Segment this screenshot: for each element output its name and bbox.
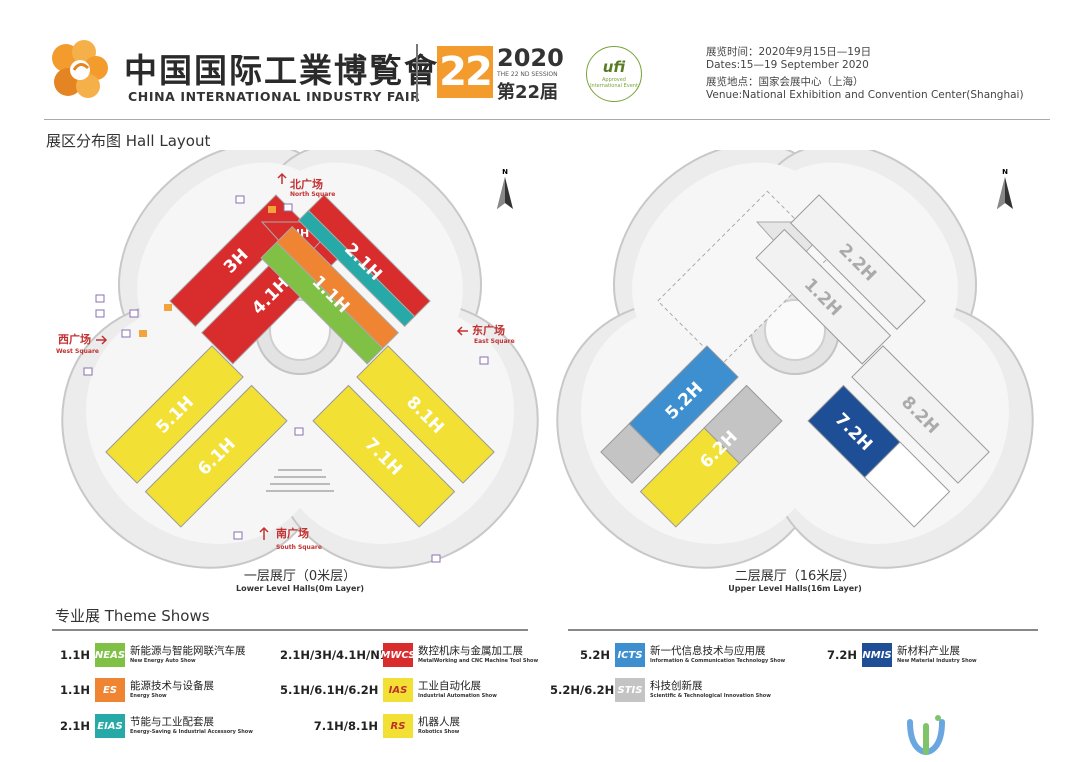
south-stairs [266, 469, 334, 492]
hall-2-1h-teal[interactable] [297, 209, 416, 328]
west-arrow-mark [96, 335, 108, 345]
hall-7-2h-white[interactable] [863, 441, 951, 528]
session-cn: 第22届 [497, 82, 559, 103]
ufi-logo-icon: ufi Approved International Event [586, 46, 642, 102]
header-divider [416, 44, 418, 102]
hall-8-2h[interactable] [851, 345, 990, 484]
south-square-en: South Square [276, 544, 322, 551]
fair-year: 2020 [497, 44, 564, 72]
lower-level-label-cn: 一层展厅（0米层） [244, 569, 356, 584]
central-hub-inner [269, 299, 331, 361]
north-compass-icon [497, 177, 513, 209]
west-square-en: West Square [56, 348, 99, 355]
ufi-logo-text: ufi [602, 58, 626, 76]
hall-layout-title: 展区分布图 Hall Layout [46, 132, 211, 150]
session-number-badge: 22 [437, 46, 493, 98]
header-rule [44, 119, 1050, 120]
hall-2-2h[interactable] [790, 194, 926, 330]
hall-1-1h-green[interactable] [260, 241, 384, 365]
venue-en: Venue:National Exhibition and Convention… [706, 89, 1024, 101]
hall-1-2h[interactable] [755, 228, 892, 365]
watermark-logo-icon [907, 715, 945, 756]
nmis-badge-icon: NMIS [862, 643, 892, 667]
upper-north-compass-label: N [1002, 168, 1008, 176]
neas-badge-icon: NEAS [95, 643, 125, 667]
facility-icons-orange [139, 206, 276, 337]
fair-title-cn: 中国国际工業博覧會 [124, 51, 439, 90]
west-square-cn: 西广场 [58, 332, 91, 346]
upper-central-hub-inner [764, 299, 826, 361]
stis-badge-icon: STIS [615, 678, 645, 702]
hall-maps: 3H 4.1H NH 2.1H 1.1H 5.1H 6.1H 8.1H 7.1H [6, 150, 1080, 600]
north-compass-label: N [502, 168, 508, 176]
hall-7-1h[interactable] [312, 384, 456, 528]
theme-rule-left [52, 629, 528, 631]
theme-shows-title: 专业展 Theme Shows [55, 607, 210, 625]
theme-rule-right [568, 629, 1038, 631]
south-arrow-mark [259, 526, 269, 540]
upper-level-map: 2.2H 1.2H 5.2H 6.2H 8.2H 7.2H [501, 150, 1080, 600]
lower-level-map: 3H 4.1H NH 2.1H 1.1H 5.1H 6.1H 8.1H 7.1H [6, 150, 594, 600]
ufi-logo-sub: Approved International Event [590, 77, 638, 89]
lower-level-label-en: Lower Level Halls(0m Layer) [236, 584, 364, 593]
cimif-logo-icon [52, 40, 108, 98]
session-en: THE 22 ND SESSION [497, 71, 558, 78]
mwcs-badge-icon: MWCS [380, 643, 416, 667]
north-arrow-mark [277, 172, 287, 184]
north-square-en: North Square [290, 191, 335, 198]
hall-8-1h[interactable] [356, 345, 495, 484]
upper-level-label-cn: 二层展厅（16米层） [735, 569, 856, 584]
south-square-cn: 南广场 [276, 526, 309, 540]
east-arrow-mark [456, 326, 468, 336]
hall-6-2h-gray[interactable] [703, 384, 783, 464]
es-badge-icon: ES [95, 678, 125, 702]
eias-badge-icon: EIAS [95, 714, 125, 738]
hall-5-1h[interactable] [105, 345, 244, 484]
east-square-cn: 东广场 [472, 323, 505, 337]
rs-badge-icon: RS [383, 714, 413, 738]
upper-level-label-en: Upper Level Halls(16m Layer) [728, 584, 862, 593]
hall-5-2h[interactable] [628, 345, 739, 456]
east-square-en: East Square [474, 338, 515, 345]
dates-cn: 展览时间：2020年9月15日—19日 [706, 46, 872, 58]
upper-north-compass-icon [997, 177, 1013, 209]
dates-en: Dates:15—19 September 2020 [706, 59, 869, 71]
fair-title-en: CHINA INTERNATIONAL INDUSTRY FAIR [128, 89, 421, 104]
icts-badge-icon: ICTS [615, 643, 645, 667]
north-square-cn: 北广场 [290, 177, 323, 191]
facility-icons [83, 195, 489, 563]
hall-6-1h[interactable] [144, 384, 288, 528]
ias-badge-icon: IAS [383, 678, 413, 702]
venue-cn: 展览地点：国家会展中心（上海） [706, 76, 864, 88]
